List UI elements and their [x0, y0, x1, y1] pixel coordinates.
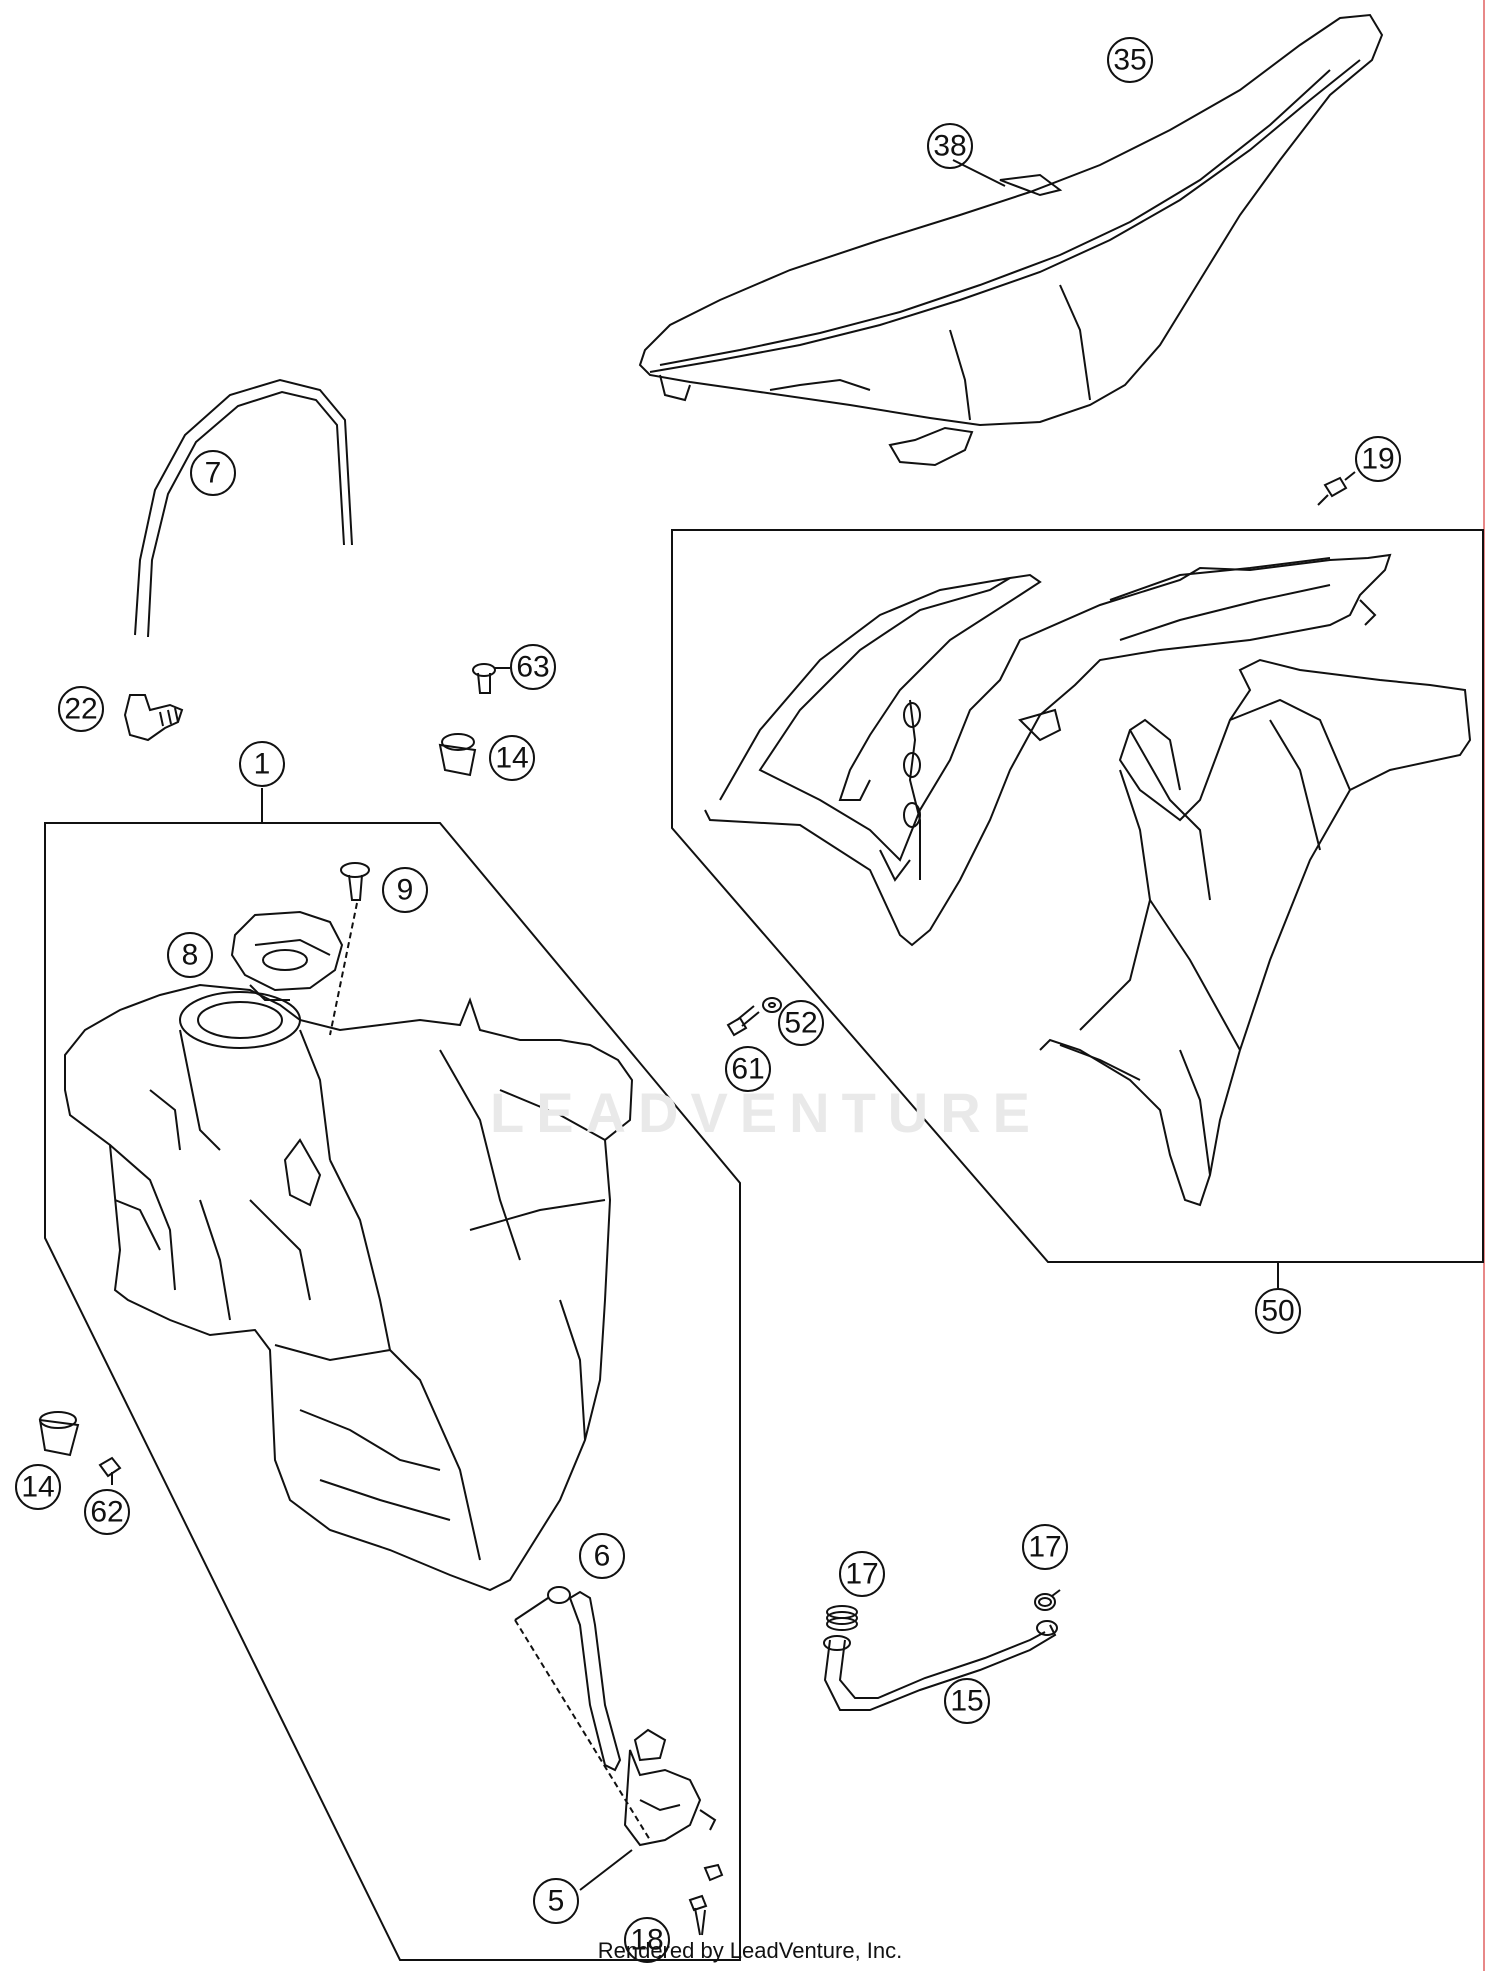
callout-17-right: 17 — [1022, 1524, 1068, 1570]
group-box-tank — [44, 815, 741, 1961]
callout-18: 18 — [624, 1917, 670, 1963]
callout-label: 1 — [254, 748, 271, 781]
callout-6: 6 — [579, 1533, 625, 1579]
callout-label: 50 — [1261, 1295, 1294, 1328]
screw-63-drawing — [472, 663, 496, 694]
left-shroud-drawing — [704, 553, 1392, 947]
seat-drawing — [638, 13, 1384, 467]
fuel-tank-drawing — [64, 983, 634, 1592]
callout-15: 15 — [944, 1678, 990, 1724]
spacer-14-top-drawing — [438, 733, 477, 777]
callout-label: 35 — [1113, 44, 1146, 77]
callout-label: 18 — [630, 1924, 663, 1957]
callout-label: 22 — [64, 693, 97, 726]
callout-1: 1 — [239, 741, 285, 787]
callout-label: 62 — [90, 1496, 123, 1529]
vent-hose-drawing — [134, 378, 353, 638]
callout-62: 62 — [84, 1489, 130, 1535]
callout-5: 5 — [533, 1878, 579, 1924]
callout-label: 52 — [784, 1007, 817, 1040]
callout-label: 19 — [1361, 443, 1394, 476]
right-shroud-drawing — [1039, 658, 1472, 1207]
screw-9-drawing — [329, 862, 370, 1036]
group-box-shrouds — [671, 529, 1484, 1263]
callout-label: 17 — [1028, 1531, 1061, 1564]
screw-19-drawing — [1317, 476, 1348, 506]
callout-label: 17 — [845, 1558, 878, 1591]
callout-label: 9 — [397, 874, 414, 907]
callout-61: 61 — [725, 1046, 771, 1092]
callout-label: 5 — [548, 1885, 565, 1918]
callout-label: 8 — [182, 939, 199, 972]
watermark: LEADVENTURE — [490, 1081, 1043, 1144]
leader-38 — [952, 159, 1006, 187]
callout-35: 35 — [1107, 37, 1153, 83]
callout-38: 38 — [927, 123, 973, 169]
callout-7: 7 — [190, 450, 236, 496]
callout-label: 7 — [205, 457, 222, 490]
callout-63: 63 — [510, 644, 556, 690]
callout-14-top: 14 — [489, 735, 535, 781]
o-ring-6-drawing — [514, 1586, 651, 1841]
callout-label: 38 — [933, 130, 966, 163]
screw-62-drawing — [98, 1456, 122, 1485]
callout-8: 8 — [167, 932, 213, 978]
fuel-hose-15-drawing — [823, 1620, 1058, 1711]
callout-label: 15 — [950, 1685, 983, 1718]
leader-19 — [1344, 471, 1356, 481]
fuel-filter-drawing — [568, 1590, 724, 1936]
leader-5 — [579, 1849, 633, 1891]
fuel-cap-drawing — [230, 910, 344, 1001]
callout-label: 14 — [495, 742, 528, 775]
callout-label: 6 — [594, 1540, 611, 1573]
hose-clamp-17-right-drawing — [1034, 1589, 1061, 1611]
callout-label: 61 — [731, 1053, 764, 1086]
washer-52-drawing — [762, 997, 782, 1013]
callout-17-left: 17 — [839, 1551, 885, 1597]
callout-52: 52 — [778, 1000, 824, 1046]
footer-credit: Rendered by LeadVenture, Inc. — [597, 1938, 903, 1963]
elbow-fitting-drawing — [123, 694, 184, 742]
callout-22: 22 — [58, 686, 104, 732]
hose-clamp-17-left-drawing — [826, 1605, 858, 1631]
callout-50: 50 — [1255, 1288, 1301, 1334]
spacer-14-left-drawing — [38, 1411, 80, 1457]
callout-14-left: 14 — [15, 1464, 61, 1510]
callout-label: 63 — [516, 651, 549, 684]
callout-9: 9 — [382, 867, 428, 913]
screw-61-drawing — [726, 1005, 760, 1037]
callout-label: 14 — [21, 1471, 54, 1504]
callout-19: 19 — [1355, 436, 1401, 482]
